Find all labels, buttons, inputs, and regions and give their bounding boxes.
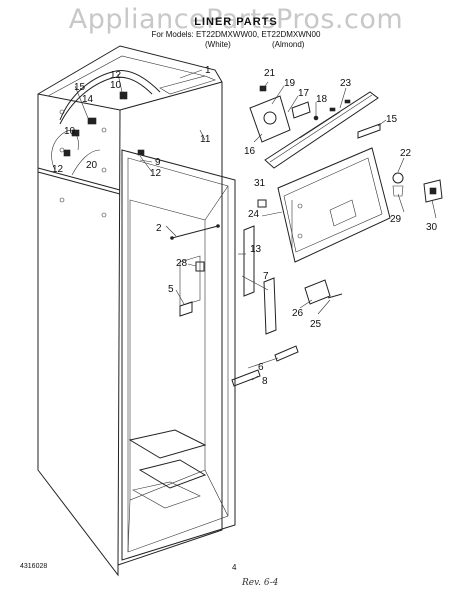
light-lens — [357, 123, 381, 139]
callout-21: 21 — [264, 68, 276, 79]
callout-15-left: 15 — [74, 82, 86, 93]
wiring-harness — [51, 70, 161, 176]
callout-17: 17 — [298, 88, 310, 99]
callout-24: 24 — [248, 209, 260, 220]
callout-5: 5 — [168, 284, 174, 295]
callout-22: 22 — [400, 148, 412, 159]
models-line: For Models: ET22DMXWW00, ET22DMXWN00 — [151, 30, 321, 39]
control-housing — [264, 91, 379, 169]
diagram-title: LINER PARTS — [194, 16, 278, 28]
callout-12-left: 12 — [52, 164, 64, 175]
callout-18: 18 — [316, 94, 328, 105]
small-parts — [137, 149, 267, 317]
callout-30: 30 — [426, 222, 438, 233]
callout-20: 20 — [86, 160, 98, 171]
callout-26: 26 — [292, 308, 304, 319]
bottom-trim — [231, 345, 299, 387]
clips — [304, 279, 343, 305]
callout-29: 29 — [390, 214, 402, 225]
callout-15-right: 15 — [386, 114, 398, 125]
duct-covers — [243, 225, 277, 335]
callout-19: 19 — [284, 78, 296, 89]
callout-12-top: 12 — [110, 70, 122, 81]
light-socket — [392, 172, 443, 203]
document-number: 4316028 — [20, 563, 48, 570]
watermark: AppliancePartsPros.com — [68, 4, 404, 35]
page-number: 4 — [232, 563, 237, 572]
callout-10-left: 10 — [64, 126, 76, 137]
callout-16: 16 — [244, 146, 256, 157]
callout-23: 23 — [340, 78, 352, 89]
cabinet-liner — [37, 45, 236, 577]
callout-28: 28 — [176, 258, 188, 269]
back-panel — [277, 147, 391, 263]
variant-almond: (Almond) — [272, 40, 305, 49]
callout-10-top: 10 — [110, 80, 122, 91]
callout-8: 8 — [262, 376, 268, 387]
callout-labels: 1 2 5 6 7 8 9 10 10 11 12 12 12 13 14 15… — [52, 65, 438, 387]
leader-lines — [74, 69, 437, 381]
callout-12-frame: 12 — [150, 168, 162, 179]
callout-13: 13 — [250, 244, 262, 255]
variant-white: (White) — [205, 40, 231, 49]
callout-31: 31 — [254, 178, 266, 189]
callout-11: 11 — [200, 134, 211, 145]
callout-1: 1 — [205, 65, 211, 76]
callout-6: 6 — [258, 362, 264, 373]
callout-9: 9 — [155, 157, 161, 168]
callout-14: 14 — [82, 94, 94, 105]
handwritten-note: Rev. 6-4 — [242, 578, 279, 588]
callout-7: 7 — [263, 271, 269, 282]
callout-25: 25 — [310, 319, 322, 330]
callout-2: 2 — [156, 223, 162, 234]
